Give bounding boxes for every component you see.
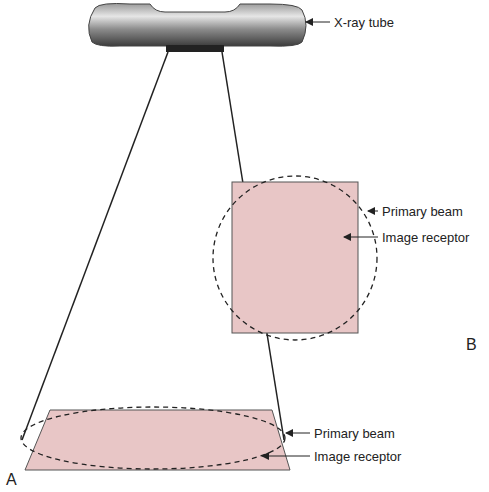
- leader-arrow: [262, 456, 310, 457]
- panel-letter: B: [466, 337, 477, 353]
- part-label: Primary beam: [314, 427, 395, 440]
- x-ray-tube: [89, 4, 306, 53]
- part-label: Primary beam: [382, 205, 463, 218]
- primary-beam: [213, 176, 377, 340]
- part-label: Image receptor: [382, 231, 469, 244]
- part-label: X-ray tube: [334, 16, 394, 29]
- panel-letter: A: [6, 472, 17, 488]
- leader-arrow: [368, 211, 378, 212]
- part-label: Image receptor: [314, 450, 401, 463]
- primary-beam: [21, 407, 285, 469]
- leader-arrow: [306, 22, 330, 23]
- leader-arrow: [286, 433, 310, 434]
- image-receptor: [232, 182, 358, 333]
- leader-arrow: [344, 237, 378, 238]
- beam-edge: [22, 52, 168, 440]
